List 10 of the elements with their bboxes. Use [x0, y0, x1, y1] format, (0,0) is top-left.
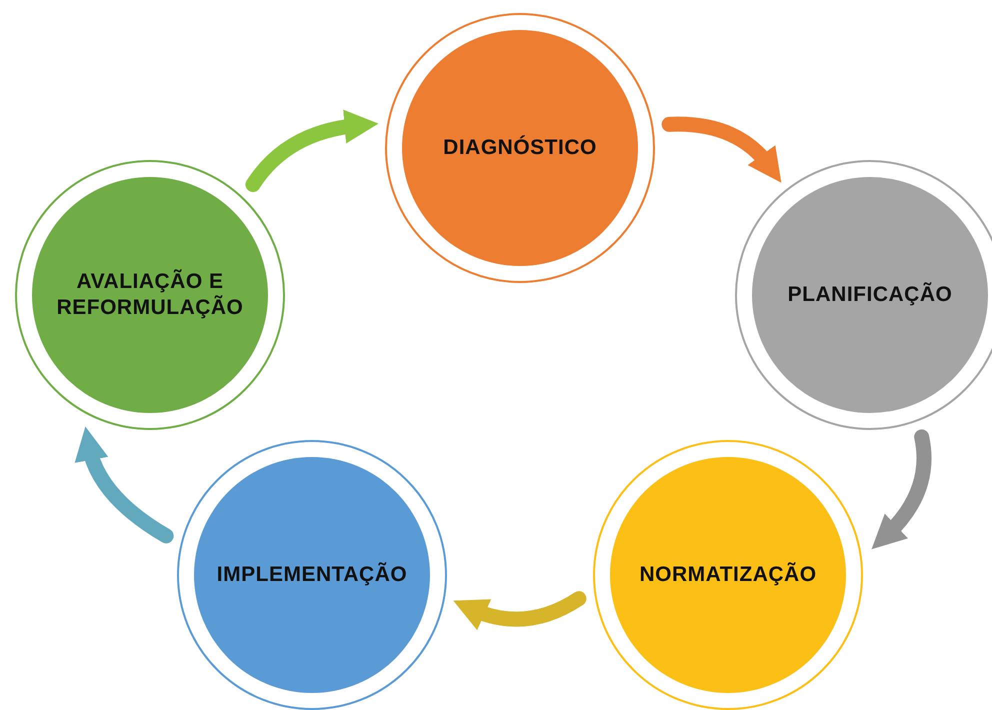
- stage-label: PLANIFICAÇÃO: [786, 282, 954, 308]
- curved-arrow: [245, 110, 378, 192]
- stage-label: DIAGNÓSTICO: [442, 134, 598, 161]
- curved-arrow: [452, 591, 586, 630]
- stage-label: AVALIAÇÃO E REFORMULAÇÃO: [56, 268, 244, 321]
- curved-arrow: [76, 426, 174, 544]
- curved-arrow: [872, 429, 932, 550]
- curved-arrow: [662, 116, 782, 182]
- stage-label: IMPLEMENTAÇÃO: [216, 562, 408, 588]
- stage-label: NORMATIZAÇÃO: [638, 562, 818, 588]
